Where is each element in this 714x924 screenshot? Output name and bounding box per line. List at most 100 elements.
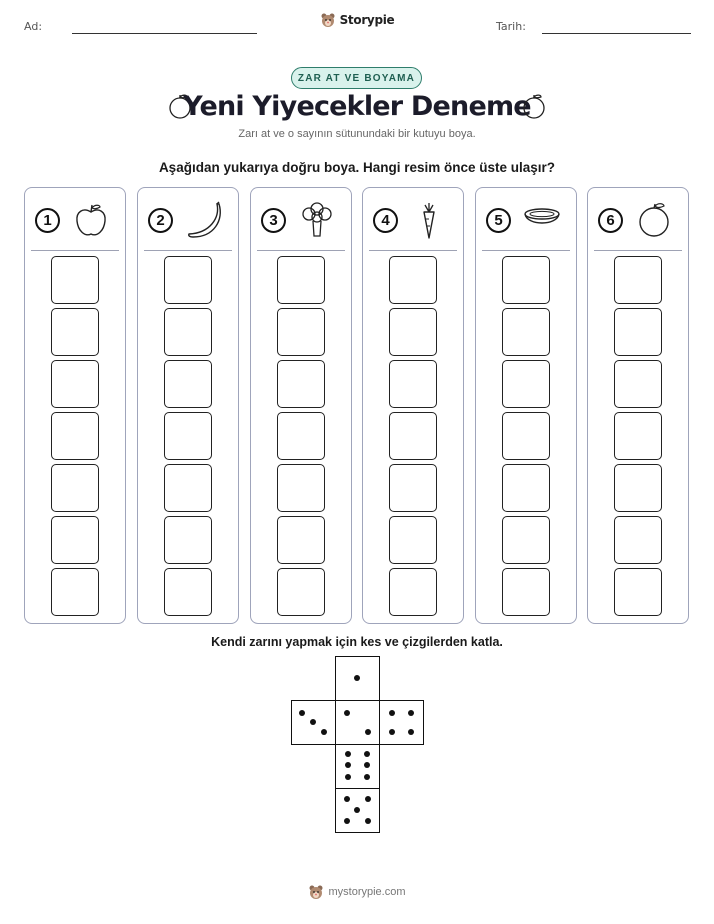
color-box[interactable] — [614, 464, 662, 512]
color-box[interactable] — [277, 308, 325, 356]
bowl-icon — [524, 208, 560, 224]
color-box[interactable] — [51, 308, 99, 356]
color-box[interactable] — [614, 256, 662, 304]
brand-name: Storypie — [339, 13, 395, 27]
number-badge: 4 — [373, 208, 398, 233]
column-divider — [144, 250, 232, 251]
number-badge: 5 — [486, 208, 511, 233]
die-pip — [364, 774, 370, 780]
bear-mascot-icon — [309, 885, 323, 899]
color-box[interactable] — [277, 516, 325, 564]
color-box[interactable] — [389, 360, 437, 408]
number-badge: 1 — [35, 208, 60, 233]
color-box[interactable] — [502, 568, 550, 616]
color-box[interactable] — [502, 256, 550, 304]
color-box[interactable] — [389, 308, 437, 356]
die-pip — [345, 774, 351, 780]
color-box[interactable] — [51, 256, 99, 304]
die-face-5 — [335, 788, 380, 833]
orange-icon — [169, 94, 191, 119]
color-box[interactable] — [277, 360, 325, 408]
color-box[interactable] — [502, 412, 550, 460]
die-pip — [364, 751, 370, 757]
color-box[interactable] — [502, 516, 550, 564]
color-box[interactable] — [51, 412, 99, 460]
carrot-icon — [423, 203, 435, 239]
color-box[interactable] — [389, 256, 437, 304]
die-pip — [345, 751, 351, 757]
color-box[interactable] — [51, 568, 99, 616]
name-line[interactable] — [72, 33, 257, 34]
date-label: Tarih: — [496, 20, 526, 33]
footer-url[interactable]: mystorypie.com — [328, 886, 406, 898]
subtitle: Zarı at ve o sayının sütunundaki bir kut… — [238, 128, 476, 140]
color-box[interactable] — [614, 516, 662, 564]
die-pip — [364, 762, 370, 768]
color-box[interactable] — [502, 360, 550, 408]
column-header: 5 — [476, 198, 576, 242]
color-box[interactable] — [389, 464, 437, 512]
orange-icon — [639, 203, 669, 237]
die-pip — [365, 729, 371, 735]
page-title: Yeni Yiyecekler Deneme — [183, 91, 531, 122]
column-header: 6 — [588, 198, 688, 242]
number-badge: 3 — [261, 208, 286, 233]
color-box[interactable] — [389, 568, 437, 616]
color-box[interactable] — [277, 412, 325, 460]
bear-mascot-icon — [321, 13, 335, 27]
color-box[interactable] — [51, 516, 99, 564]
color-box[interactable] — [164, 360, 212, 408]
die-pip — [408, 729, 414, 735]
color-box[interactable] — [164, 464, 212, 512]
color-box[interactable] — [164, 516, 212, 564]
color-box[interactable] — [502, 464, 550, 512]
color-box[interactable] — [51, 464, 99, 512]
date-line[interactable] — [542, 33, 691, 34]
die-pip — [344, 710, 350, 716]
column-2: 2 — [137, 187, 239, 624]
column-divider — [369, 250, 457, 251]
column-header: 2 — [138, 198, 238, 242]
color-box[interactable] — [502, 308, 550, 356]
die-pip — [344, 796, 350, 802]
color-box[interactable] — [277, 256, 325, 304]
color-box[interactable] — [614, 308, 662, 356]
color-box[interactable] — [164, 568, 212, 616]
activity-badge: ZAR AT VE BOYAMA — [291, 67, 422, 89]
color-box[interactable] — [164, 308, 212, 356]
color-box[interactable] — [614, 360, 662, 408]
die-pip — [310, 719, 316, 725]
column-divider — [257, 250, 345, 251]
color-box[interactable] — [51, 360, 99, 408]
die-pip — [389, 729, 395, 735]
color-box[interactable] — [164, 412, 212, 460]
column-3: 3 — [250, 187, 352, 624]
column-divider — [482, 250, 570, 251]
die-face-2 — [335, 700, 380, 745]
color-box[interactable] — [614, 568, 662, 616]
die-pip — [345, 762, 351, 768]
broccoli-icon — [302, 202, 332, 237]
die-instruction: Kendi zarını yapmak için kes ve çizgiler… — [211, 635, 503, 649]
column-5: 5 — [475, 187, 577, 624]
color-box[interactable] — [389, 412, 437, 460]
die-pip — [365, 796, 371, 802]
color-box[interactable] — [389, 516, 437, 564]
orange-icon — [523, 94, 545, 119]
color-box[interactable] — [277, 568, 325, 616]
die-pip — [299, 710, 305, 716]
die-pip — [354, 675, 360, 681]
color-box[interactable] — [277, 464, 325, 512]
color-box[interactable] — [164, 256, 212, 304]
column-1: 1 — [24, 187, 126, 624]
die-pip — [321, 729, 327, 735]
die-pip — [408, 710, 414, 716]
die-pip — [354, 807, 360, 813]
column-divider — [594, 250, 682, 251]
color-box[interactable] — [614, 412, 662, 460]
die-face-1 — [335, 656, 380, 701]
die-pip — [365, 818, 371, 824]
instruction-text: Aşağıdan yukarıya doğru boya. Hangi resi… — [158, 160, 556, 175]
die-pip — [344, 818, 350, 824]
banana-icon — [188, 201, 221, 238]
